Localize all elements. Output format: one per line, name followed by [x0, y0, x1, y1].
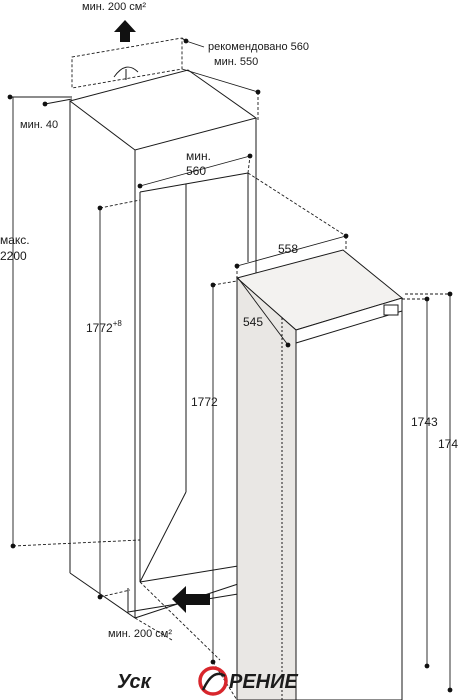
min-550-label: мин. 550	[214, 56, 258, 68]
niche-opening-bottom	[139, 565, 239, 583]
dim-174-label: 174	[438, 437, 458, 451]
top-vent-duct	[71, 37, 188, 89]
dim-1743-label: 1743	[411, 415, 438, 429]
appliance-side	[236, 276, 297, 700]
max-value: 2200	[0, 249, 27, 263]
dim-1772-plus-label: 1772+8	[86, 319, 122, 335]
niche-width-min-label: мин.	[186, 149, 211, 163]
cabinet	[68, 69, 258, 619]
logo-text-right: РЕНИЕ	[229, 671, 299, 693]
dimension-dots	[7, 38, 453, 693]
logo-text-left: Уск	[117, 671, 152, 693]
appliance	[235, 249, 404, 700]
appliance-bracket	[383, 304, 399, 316]
vent-top-label: мин. 200 см²	[82, 1, 146, 13]
appliance-front	[295, 297, 403, 700]
niche-opening-top	[139, 172, 249, 193]
air-out-arrow-icon	[114, 20, 136, 42]
cabinet-bottom-left	[69, 572, 136, 619]
recommended-label: рекомендовано 560	[208, 41, 309, 53]
min-40-label: мин. 40	[20, 119, 58, 131]
dim-1772-label: 1772	[191, 395, 218, 409]
logo: Уск РЕНИЕ	[117, 666, 299, 696]
niche-floor-edge	[139, 491, 187, 583]
appliance-front-edge	[295, 310, 403, 344]
dimension-lines	[10, 40, 451, 700]
air-in-arrow-icon	[172, 586, 210, 613]
dim-558-label: 558	[278, 242, 298, 256]
dim-545-label: 545	[243, 315, 263, 329]
vent-bottom-label: мин. 200 см²	[108, 628, 172, 640]
niche-width-value: 560	[186, 164, 206, 178]
logo-swirl-icon	[198, 666, 228, 696]
cabinet-top	[68, 69, 258, 151]
max-label: макс.	[0, 233, 30, 247]
